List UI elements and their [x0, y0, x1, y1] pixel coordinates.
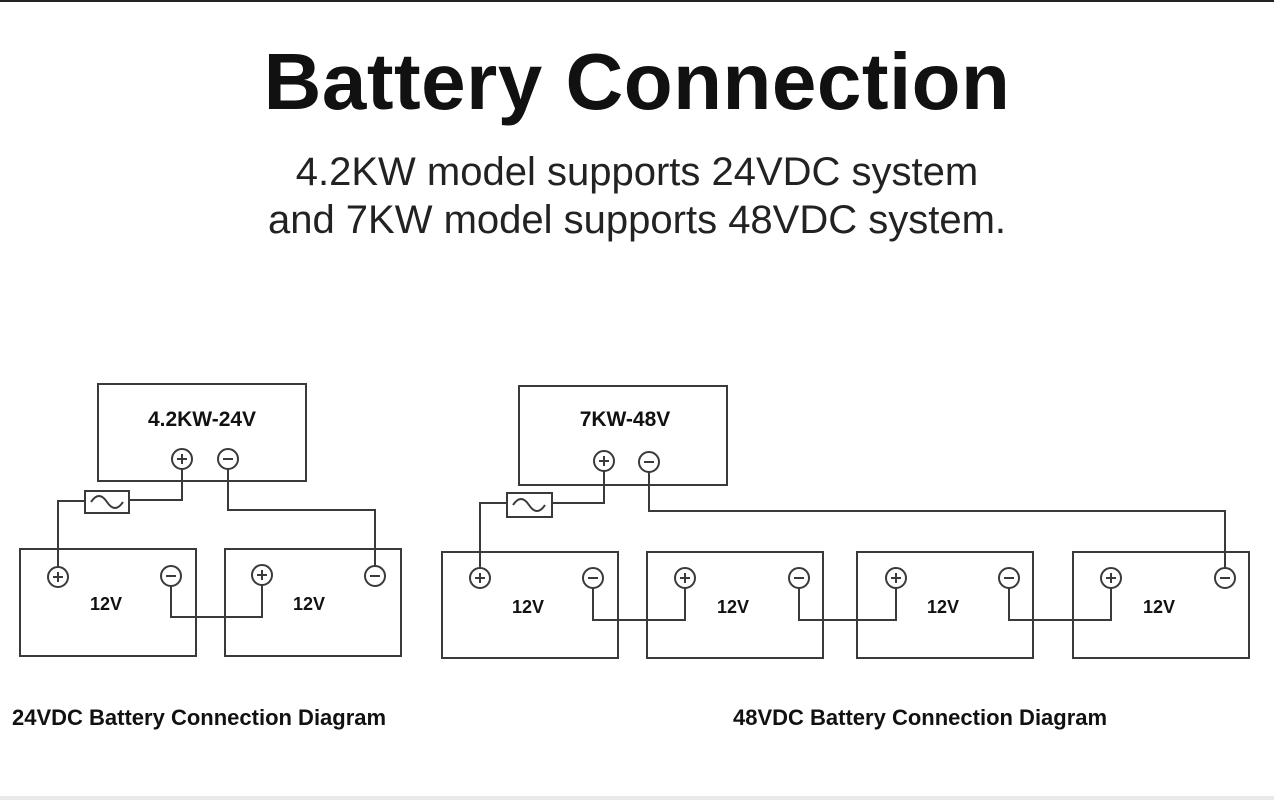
inverter-box-48v [518, 385, 728, 486]
battery-label-4-48v: 12V [1143, 597, 1175, 617]
inverter-box-24v [97, 383, 307, 482]
battery-1-positive-terminal-48v [469, 567, 491, 589]
inverter-positive-terminal-48v [593, 450, 615, 472]
battery-2-positive-terminal-48v [674, 567, 696, 589]
wire-inverter-pos-to-fuse-48v [552, 471, 605, 504]
caption-24vdc: 24VDC Battery Connection Diagram [12, 705, 387, 730]
inverter-negative-terminal-48v [638, 451, 660, 473]
wire-inverter-neg-to-battery-2-neg-24v [227, 469, 376, 566]
battery-2-positive-terminal-24v [251, 564, 273, 586]
battery-label-2-48v: 12V [717, 597, 749, 617]
inverter-label-24v: 4.2KW-24V [148, 408, 256, 431]
inverter-label-48v: 7KW-48V [580, 408, 671, 431]
bottom-border [0, 796, 1274, 800]
fuse-icon [84, 490, 130, 514]
battery-label-3-48v: 12V [927, 597, 959, 617]
diagram-24vdc: 4.2KW-24V 12V 12V [19, 383, 402, 657]
wire-fuse-to-battery-1-pos-48v [479, 502, 507, 568]
caption-48vdc: 48VDC Battery Connection Diagram [733, 705, 1108, 730]
fuse-icon [506, 492, 553, 518]
top-border [0, 0, 1274, 2]
battery-label-1-24v: 12V [90, 594, 122, 614]
subtitle-line-2: and 7KW model supports 48VDC system. [267, 198, 1007, 242]
battery-4-48v [1072, 551, 1250, 659]
page-title: Battery Connection [263, 37, 1011, 126]
battery-3-48v [856, 551, 1034, 659]
inverter-positive-terminal-24v [171, 448, 193, 470]
wire-series-link-24v [170, 585, 263, 618]
wire-series-link-3-48v [1008, 588, 1112, 621]
battery-1-negative-terminal-24v [160, 565, 182, 587]
battery-2-negative-terminal-48v [788, 567, 810, 589]
battery-1-48v [441, 551, 619, 659]
battery-1-24v [19, 548, 197, 657]
battery-3-negative-terminal-48v [998, 567, 1020, 589]
wire-series-link-1-48v [592, 588, 686, 621]
battery-label-2-24v: 12V [293, 594, 325, 614]
wire-fuse-to-battery-1-pos-24v [57, 500, 85, 567]
wire-inverter-neg-to-battery-4-neg-48v [648, 472, 1226, 568]
battery-4-negative-terminal-48v [1214, 567, 1236, 589]
battery-label-1-48v: 12V [512, 597, 544, 617]
wire-inverter-pos-to-fuse-24v [129, 469, 183, 501]
inverter-negative-terminal-24v [217, 448, 239, 470]
battery-2-24v [224, 548, 402, 657]
battery-2-negative-terminal-24v [364, 565, 386, 587]
battery-2-48v [646, 551, 824, 659]
battery-3-positive-terminal-48v [885, 567, 907, 589]
battery-1-positive-terminal-24v [47, 566, 69, 588]
battery-4-positive-terminal-48v [1100, 567, 1122, 589]
battery-1-negative-terminal-48v [582, 567, 604, 589]
wire-series-link-2-48v [798, 588, 897, 621]
subtitle-line-1: 4.2KW model supports 24VDC system [295, 150, 979, 194]
diagram-48vdc: 7KW-48V 12V 12V 12V 12V [441, 385, 1250, 659]
